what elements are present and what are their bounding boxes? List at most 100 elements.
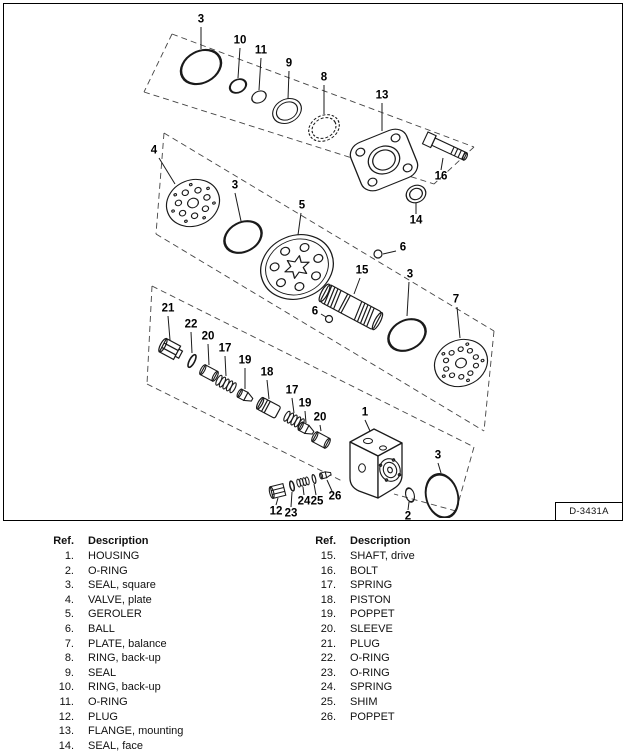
part-16-bolt — [421, 131, 469, 161]
parts-row: 11. O-RING — [50, 695, 312, 710]
part-description: FLANGE, mounting — [88, 725, 184, 738]
part-callout-3: 3 — [434, 449, 442, 462]
part-description: PLUG — [350, 637, 380, 650]
part-4-valve-plate — [165, 178, 221, 228]
callout-leader-line — [326, 479, 333, 492]
figure-caption: D-3431A — [569, 506, 609, 517]
callout-leader-line — [275, 497, 279, 506]
part-ref: 3. — [64, 579, 74, 592]
part-ref: 24. — [320, 681, 336, 694]
part-description: SPRING — [350, 579, 393, 592]
part-callout-26: 26 — [328, 490, 342, 503]
part-callout-8: 8 — [320, 71, 328, 84]
part-description: SPRING — [350, 681, 393, 694]
part-ref: 23. — [320, 666, 336, 679]
part-callout-19: 19 — [298, 397, 312, 410]
part-description: O-RING — [88, 564, 128, 577]
part-description: PLUG — [88, 710, 118, 723]
ref-header: Ref. — [315, 535, 336, 547]
callout-leader-line — [407, 501, 410, 511]
parts-row: 14. SEAL, face — [50, 739, 312, 753]
part-callout-16: 16 — [434, 170, 448, 183]
callout-leader-line — [440, 157, 444, 171]
part-1-housing — [349, 428, 403, 499]
parts-row: 21. PLUG — [312, 637, 574, 652]
parts-row: 6. BALL — [50, 622, 312, 637]
part-ref: 25. — [320, 695, 336, 708]
part-ref: 14. — [58, 739, 74, 752]
callout-leader-line — [291, 397, 295, 414]
part-callout-25: 25 — [310, 495, 324, 508]
part-description: SHAFT, drive — [350, 550, 415, 562]
part-ref: 12. — [58, 710, 74, 723]
callout-leader-line — [302, 486, 305, 496]
part-3-square-seal-shaft — [387, 318, 427, 352]
callout-leader-line — [406, 281, 410, 317]
callout-leader-line — [437, 462, 442, 474]
callout-leader-line — [190, 331, 193, 354]
part-20-sleeve-left — [199, 364, 219, 382]
part-19-poppet-right — [297, 421, 315, 435]
leader-lines — [158, 27, 461, 511]
part-callout-1: 1 — [361, 406, 369, 419]
parts-row: 10. RING, back-up — [50, 680, 312, 695]
part-2-o-ring — [404, 487, 416, 503]
parts-row: 17. SPRING — [312, 578, 574, 593]
part-10-backup-ring — [228, 78, 248, 94]
parts-row: 1. HOUSING — [50, 549, 312, 564]
parts-row: 18. PISTON — [312, 593, 574, 608]
part-9-seal — [272, 97, 302, 125]
callout-leader-line — [258, 57, 262, 91]
callout-leader-line — [167, 315, 171, 341]
parts-row: 8. RING, back-up — [50, 651, 312, 666]
part-24-spring — [296, 476, 310, 488]
part-callout-5: 5 — [298, 199, 306, 212]
part-callout-20: 20 — [313, 411, 327, 424]
parts-row: 26. POPPET — [312, 710, 574, 725]
part-3-square-seal-middle — [223, 220, 263, 254]
part-ref: 5. — [64, 608, 74, 621]
parts-row: 16. BOLT — [312, 564, 574, 579]
part-callout-21: 21 — [161, 302, 175, 315]
part-callout-23: 23 — [284, 507, 298, 520]
parts-row: 5. GEROLER — [50, 607, 312, 622]
part-callout-24: 24 — [297, 495, 311, 508]
parts-rows-right: 15. SHAFT, drive 16. BOLT 17. SPRING 18.… — [312, 549, 574, 724]
part-15-drive-shaft — [318, 283, 384, 331]
part-ref: 22. — [320, 652, 336, 665]
part-description: PLATE, balance — [88, 637, 167, 650]
part-callout-15: 15 — [355, 264, 369, 277]
parts-list: Ref. Description 1. HOUSING 2. O-RING 3.… — [0, 524, 628, 753]
part-ref: 16. — [320, 564, 336, 577]
callout-leader-line — [297, 212, 302, 236]
callout-leader-line — [266, 379, 270, 400]
part-ref: 19. — [320, 608, 336, 621]
part-ref: 13. — [58, 725, 74, 738]
callout-leader-line — [382, 250, 397, 255]
parts-row: 2. O-RING — [50, 564, 312, 579]
part-description: BOLT — [350, 564, 378, 577]
part-12-plug — [268, 482, 287, 500]
callout-leader-line — [319, 424, 322, 432]
part-6-ball-upper — [373, 249, 383, 259]
part-description: RING, back-up — [88, 652, 161, 665]
parts-row: 7. PLATE, balance — [50, 637, 312, 652]
part-3-square-seal-top — [179, 48, 223, 86]
parts-row: 12. PLUG — [50, 710, 312, 725]
part-ref: 9. — [64, 666, 74, 679]
parts-row: 22. O-RING — [312, 651, 574, 666]
part-description: RING, back-up — [88, 681, 161, 694]
callout-leader-line — [158, 157, 176, 185]
part-callout-17: 17 — [218, 342, 232, 355]
callout-leader-line — [237, 47, 241, 79]
callout-leader-line — [287, 70, 290, 100]
callout-leader-line — [456, 306, 461, 339]
parts-row: 25. SHIM — [312, 695, 574, 710]
part-ref: 10. — [58, 681, 74, 694]
part-13-mounting-flange — [349, 128, 419, 192]
part-description: SEAL, square — [88, 579, 156, 592]
part-ref: 4. — [64, 593, 74, 606]
parts-column-right: Ref. Description 15. SHAFT, drive 16. BO… — [312, 534, 574, 753]
part-ref: 26. — [320, 710, 336, 723]
